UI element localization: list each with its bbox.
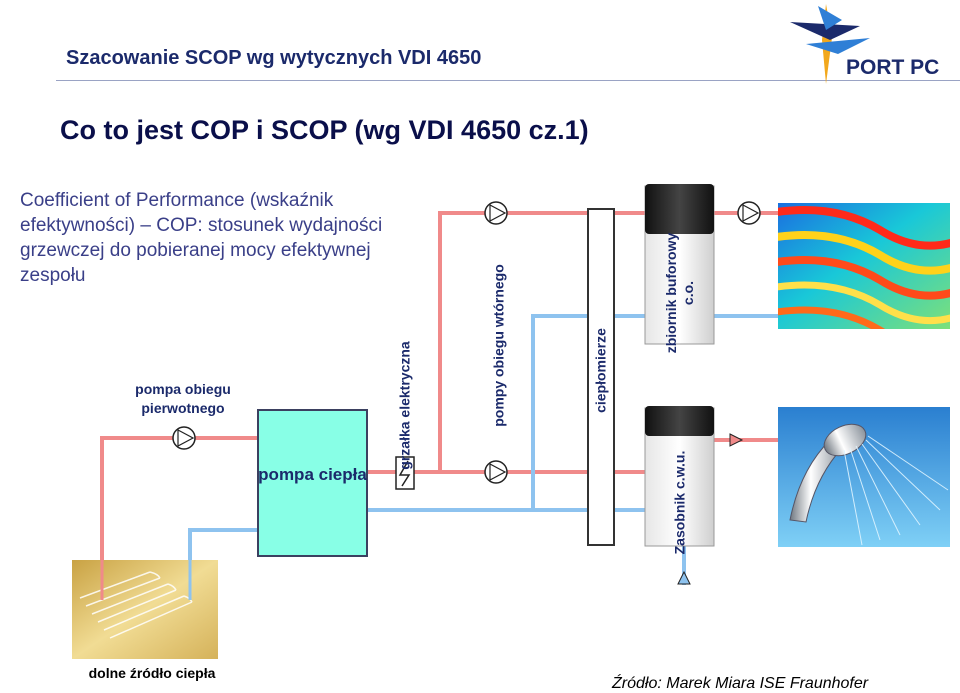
source-credit: Źródło: Marek Miara ISE Fraunhofer bbox=[612, 675, 869, 692]
logo-text: PORT PC bbox=[846, 56, 940, 79]
heat-meters-label: ciepłomierze bbox=[592, 328, 609, 413]
electric-heater-icon bbox=[395, 456, 415, 490]
secondary-pump-upper-icon bbox=[484, 201, 508, 225]
heat-meter-bar bbox=[587, 208, 615, 546]
primary-pump-label: pompa obiegu pierwotnego bbox=[135, 381, 231, 416]
buffer-tank-label: zbiornik buforowy c.o. bbox=[663, 232, 696, 354]
supply-pipes bbox=[100, 211, 778, 604]
floor-heating-pump-icon bbox=[737, 201, 761, 225]
ground-source-image bbox=[72, 560, 218, 659]
buffer-tank bbox=[644, 184, 715, 345]
dhw-tank-label: Zasobnik c.w.u. bbox=[671, 450, 688, 555]
dhw-tank bbox=[644, 406, 715, 547]
heat-pump-box bbox=[257, 409, 368, 557]
cold-water-inlet-arrow-icon bbox=[677, 570, 691, 585]
page-title: Co to jest COP i SCOP (wg VDI 4650 cz.1) bbox=[60, 115, 589, 145]
heat-pump-label: pompa ciepła bbox=[258, 465, 367, 484]
cop-definition: Coefficient of Performance (wskaźnik efe… bbox=[20, 190, 383, 286]
header-title: Szacowanie SCOP wg wytycznych VDI 4650 bbox=[66, 47, 482, 69]
electric-heater-label: grzałka elektryczna bbox=[396, 341, 413, 470]
dhw-outlet-arrow-icon bbox=[729, 433, 744, 447]
shower-image bbox=[778, 407, 950, 547]
floor-heating-thermal-image bbox=[778, 203, 950, 329]
primary-pump-icon bbox=[172, 426, 196, 450]
secondary-pump-lower-icon bbox=[484, 460, 508, 484]
ground-source-label: dolne źródło ciepła bbox=[88, 665, 216, 681]
secondary-pumps-label: pompy obiegu wtórnego bbox=[490, 264, 507, 427]
header-divider bbox=[56, 80, 960, 81]
logo-icon bbox=[790, 4, 870, 84]
